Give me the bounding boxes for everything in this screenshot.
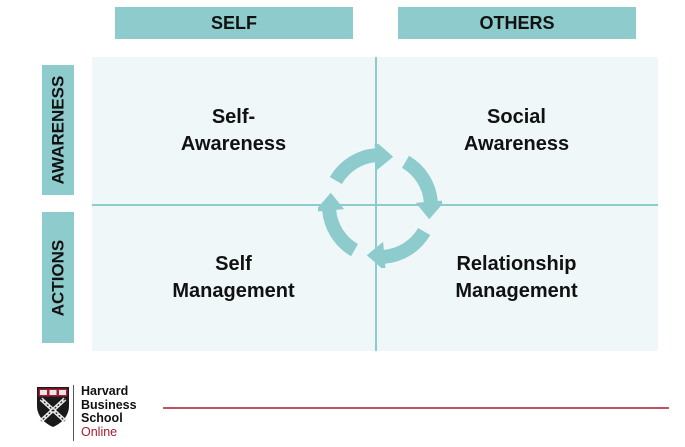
hbs-shield-logo-icon xyxy=(37,387,69,427)
cycle-arrows-icon xyxy=(318,144,442,268)
quadrant-title-line1: Relationship xyxy=(456,252,577,275)
horizontal-divider xyxy=(92,204,658,206)
row-header-actions: ACTIONS xyxy=(42,212,74,343)
wordmark-online: Online xyxy=(81,424,118,439)
quadrant-title-line2: Awareness xyxy=(180,132,287,155)
hbs-online-wordmark: Harvard Business School Online xyxy=(81,384,137,439)
row-header-awareness-label: AWARENESS xyxy=(48,75,68,185)
column-header-self: SELF xyxy=(115,7,353,39)
quadrant-relationship-management: Relationship Management xyxy=(375,204,658,351)
quadrant-social-awareness: Social Awareness xyxy=(375,57,658,204)
quadrant-title-line1: Social xyxy=(487,105,546,128)
wordmark-line: Harvard xyxy=(81,384,129,398)
quadrant-title-line1: Self xyxy=(215,252,252,275)
quadrant-title-line1: Self- xyxy=(211,105,256,128)
row-header-actions-label: ACTIONS xyxy=(48,239,67,316)
column-header-others: OTHERS xyxy=(398,7,636,39)
row-header-awareness: AWARENESS xyxy=(42,65,74,195)
logo-divider xyxy=(73,385,74,441)
column-header-others-label: OTHERS xyxy=(479,12,555,33)
quadrant-self-management: Self Management xyxy=(92,204,375,351)
quadrant-title-line2: Management xyxy=(172,279,295,302)
quadrant-self-awareness: Self- Awareness xyxy=(92,57,375,204)
footer-rule xyxy=(163,407,669,409)
cycle-arrow-1 xyxy=(329,144,394,184)
wordmark-line: Business xyxy=(81,397,137,412)
quadrant-title-line2: Management xyxy=(455,279,578,302)
quadrant-title-line2: Awareness xyxy=(463,132,570,155)
wordmark-line: School xyxy=(81,411,123,425)
cycle-arrow-2 xyxy=(402,155,442,220)
cycle-arrow-4 xyxy=(318,192,358,257)
quadrant-grid: Self- Awareness Social Awareness Self Ma… xyxy=(92,57,658,351)
column-header-self-label: SELF xyxy=(210,12,257,33)
cycle-arrow-3 xyxy=(366,228,431,268)
